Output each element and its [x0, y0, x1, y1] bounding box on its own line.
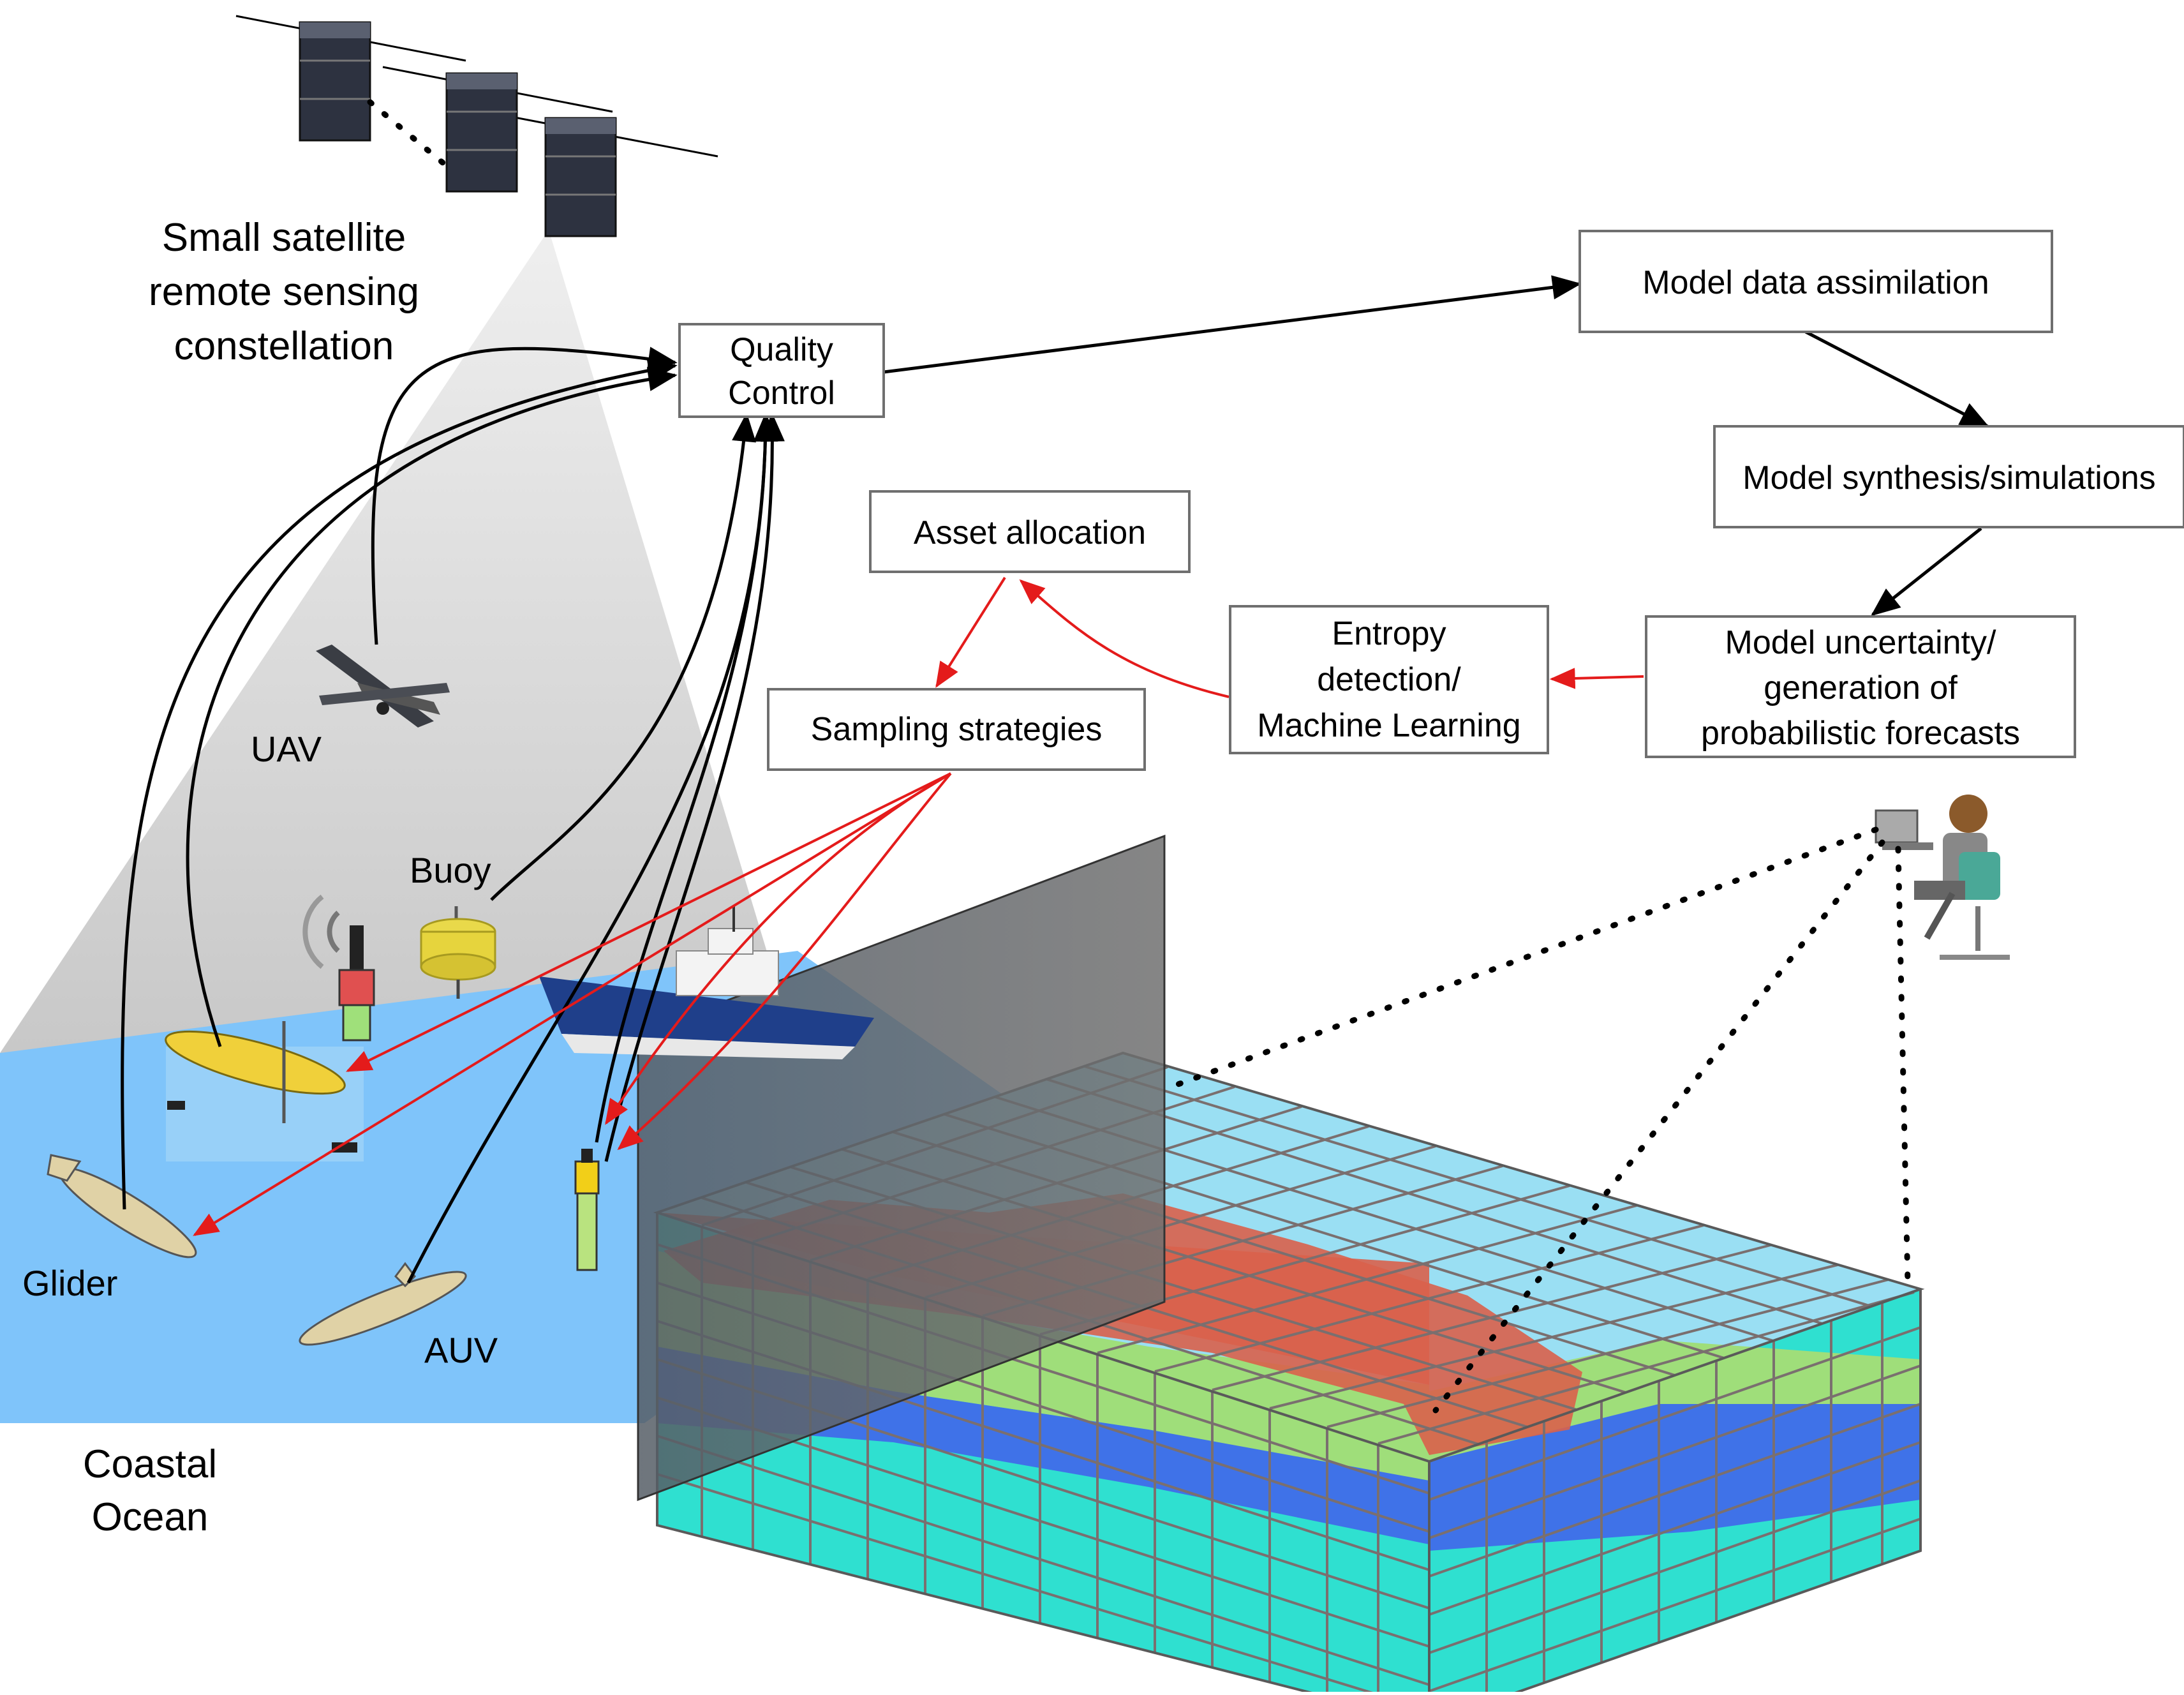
entropy-detection-box: Entropy detection/ Machine Learning	[1229, 605, 1549, 754]
buoy-icon	[420, 906, 496, 999]
satellite-constellation	[235, 15, 718, 237]
analyst-icon	[1875, 795, 2010, 960]
uav-icon	[316, 645, 450, 728]
model-data-assimilation-label: Model data assimilation	[1642, 264, 1989, 301]
sampling-strategies-box: Sampling strategies	[767, 688, 1146, 771]
glider-label: Glider	[22, 1263, 117, 1303]
asset-allocation-box: Asset allocation	[869, 490, 1191, 573]
asset-allocation-label: Asset allocation	[914, 514, 1146, 551]
model-synthesis-label: Model synthesis/simulations	[1742, 459, 2155, 497]
quality-control-line-2: Control	[728, 375, 835, 412]
coastal-ocean-line-2: Ocean	[92, 1495, 209, 1539]
data-flow-arrows	[121, 275, 1990, 1284]
satellite-3-icon	[544, 117, 617, 237]
glider-icon	[47, 1154, 197, 1258]
cross-section-panel	[637, 834, 1166, 1502]
sampling-strategies-label: Sampling strategies	[811, 711, 1103, 748]
entropy-line-3: Machine Learning	[1257, 707, 1520, 744]
buoy-label: Buoy	[410, 850, 491, 890]
model-uncertainty-line-3: probabilistic forecasts	[1701, 715, 2020, 752]
sensor-float-icon	[574, 1149, 600, 1271]
model-uncertainty-line-1: Model uncertainty/	[1725, 624, 1996, 661]
satellite-2-icon	[445, 72, 518, 193]
profiling-float-icon	[302, 894, 375, 1042]
auv-label: AUV	[424, 1330, 498, 1370]
satellite-footprint	[0, 230, 798, 1053]
entropy-line-1: Entropy	[1332, 615, 1446, 652]
satellite-label-line-3: constellation	[174, 324, 394, 368]
satellite-1-icon	[299, 21, 371, 142]
model-uncertainty-line-2: generation of	[1764, 669, 1957, 706]
satellite-label-line-2: remote sensing	[149, 270, 419, 314]
uav-label: UAV	[251, 729, 322, 769]
coastal-ocean-line-1: Coastal	[83, 1442, 217, 1486]
model-data-assimilation-box: Model data assimilation	[1579, 230, 2053, 333]
feedback-arrows	[193, 576, 1644, 1236]
quality-control-line-1: Quality	[730, 331, 833, 368]
satellite-label-line-1: Small satellite	[162, 216, 406, 260]
wave-glider-icon	[165, 1021, 364, 1161]
quality-control-box: Quality Control	[678, 323, 885, 418]
model-synthesis-box: Model synthesis/simulations	[1713, 425, 2184, 528]
model-uncertainty-box: Model uncertainty/ generation of probabi…	[1645, 615, 2076, 758]
entropy-line-2: detection/	[1317, 661, 1461, 698]
